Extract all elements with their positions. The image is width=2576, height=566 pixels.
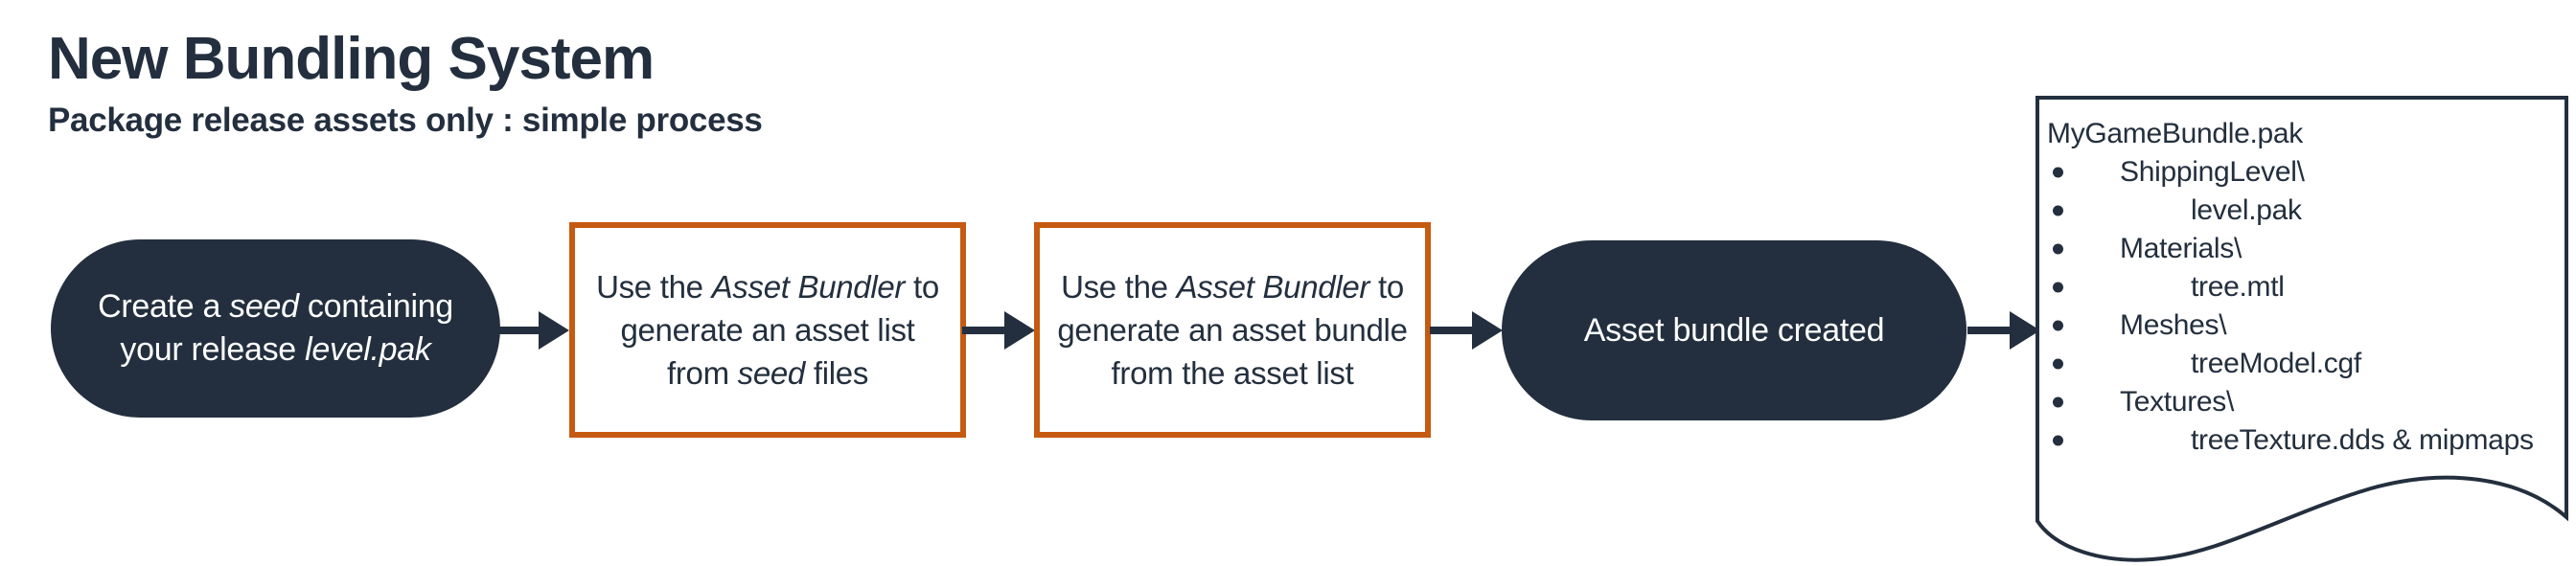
bullet-icon <box>2053 282 2063 293</box>
bullet-icon <box>2053 396 2063 408</box>
flow-arrow-icon <box>1967 309 2040 351</box>
bullet-icon <box>2053 167 2063 178</box>
document-item-text: level.pak <box>2191 194 2302 226</box>
document-list-item: Meshes\ <box>2039 306 2563 345</box>
document-item-text: Meshes\ <box>2120 309 2227 341</box>
document-list-item: ShippingLevel\ <box>2039 153 2563 192</box>
bullet-icon <box>2053 320 2063 331</box>
bullet-icon <box>2053 435 2063 446</box>
flow-arrow-icon <box>1430 309 1503 351</box>
bundle-file-name: MyGameBundle.pak <box>2047 118 2304 149</box>
bullet-icon <box>2053 243 2063 255</box>
document-list-item: tree.mtl <box>2039 268 2563 306</box>
document-list-item: Textures\ <box>2039 383 2563 421</box>
node-asset-bundle-created-label: Asset bundle created <box>1583 311 1885 349</box>
flow-arrow-icon <box>496 309 569 351</box>
bullet-icon <box>2053 205 2063 216</box>
page-title: New Bundling System <box>48 26 655 92</box>
document-item-text: tree.mtl <box>2191 271 2285 303</box>
header: New Bundling System Package release asse… <box>48 29 763 140</box>
document-item-text: Textures\ <box>2120 386 2235 418</box>
flow-arrow-icon <box>962 309 1035 351</box>
document-item-text: treeTexture.dds & mipmaps <box>2191 424 2534 456</box>
right-arrow-icon <box>962 311 1035 350</box>
document-item-text: ShippingLevel\ <box>2120 156 2305 188</box>
right-arrow-icon <box>496 311 569 350</box>
document-list-item: level.pak <box>2039 192 2563 230</box>
document-shape-icon <box>2036 96 2570 566</box>
document-item-text: treeModel.cgf <box>2191 348 2361 379</box>
node-asset-bundle-created: Asset bundle created <box>1502 240 1966 420</box>
document-item-text: Materials\ <box>2120 233 2242 264</box>
right-arrow-icon <box>1430 311 1503 350</box>
page-subtitle: Package release assets only : simple pro… <box>48 102 763 139</box>
document-list-item: treeTexture.dds & mipmaps <box>2039 421 2563 460</box>
document-list-item: Materials\ <box>2039 230 2563 268</box>
bullet-icon <box>2053 358 2063 370</box>
document-list-item: treeModel.cgf <box>2039 345 2563 383</box>
document-item-list: ShippingLevel\ level.pak Materials\ tree… <box>2039 153 2563 460</box>
right-arrow-icon <box>1967 311 2040 350</box>
bundle-contents: MyGameBundle.pak ShippingLevel\ level.pa… <box>2039 115 2563 460</box>
